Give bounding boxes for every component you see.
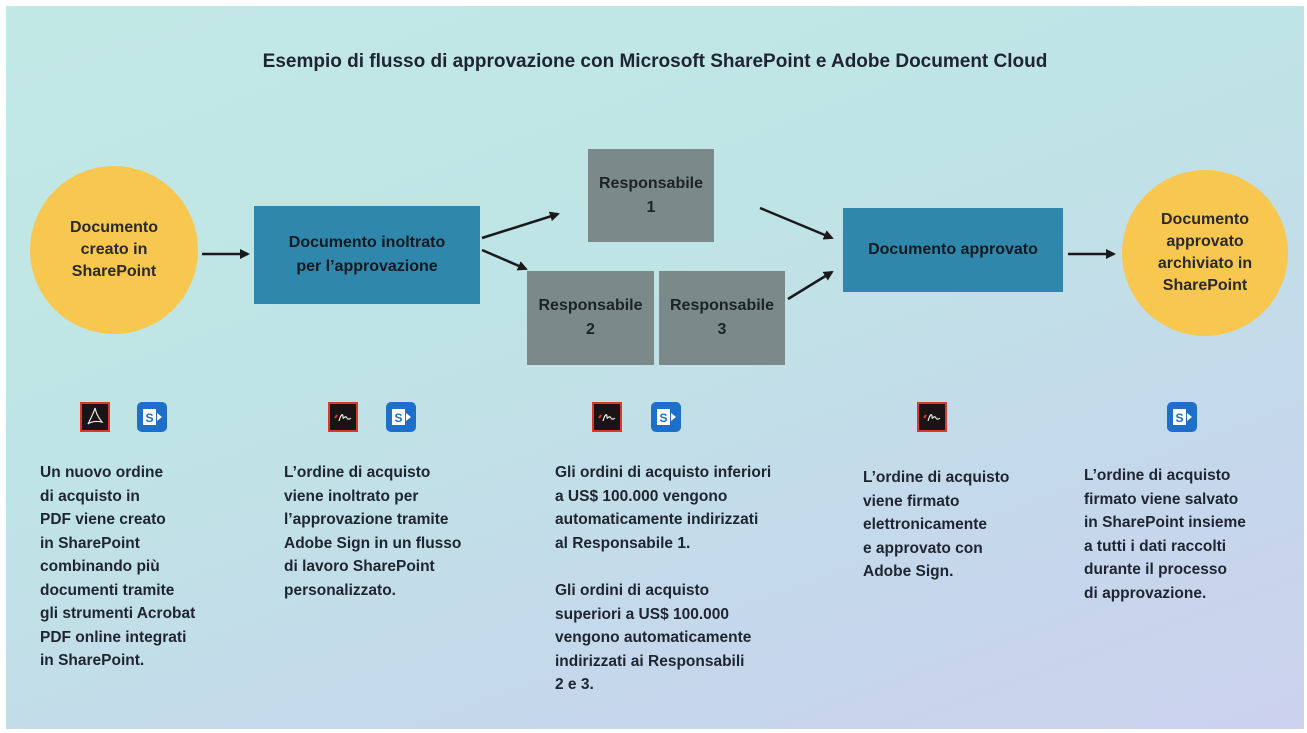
adobe-sign-icon [328, 402, 358, 432]
description-step-3-under-threshold: Gli ordini di acquisto inferiori a US$ 1… [555, 464, 772, 552]
arrow-forwarded-to-resp2 [481, 248, 528, 271]
description-step-3-over-threshold: Gli ordini di acquisto superiori a US$ 1… [555, 582, 752, 693]
svg-text:S: S [394, 411, 402, 425]
diagram-title: Esempio di flusso di approvazione con Mi… [262, 51, 1048, 72]
node-document-archived: Documento approvato archiviato in ShareP… [1122, 170, 1288, 336]
svg-text:S: S [145, 411, 153, 425]
sharepoint-icon: S [386, 402, 416, 432]
node-document-created: Documento creato in SharePoint [30, 166, 198, 334]
node-document-forwarded: Documento inoltrato per l’approvazione [254, 206, 480, 304]
diagram-canvas: Esempio di flusso di approvazione con Mi… [6, 6, 1304, 729]
sharepoint-icon: S [651, 402, 681, 432]
sharepoint-icon: S [137, 402, 167, 432]
acrobat-pdf-icon [80, 402, 110, 432]
description-step-2: L’ordine di acquisto viene inoltrato per… [284, 464, 462, 599]
adobe-sign-icon [592, 402, 622, 432]
sharepoint-icon: S [1167, 402, 1197, 432]
description-step-5: L’ordine di acquisto firmato viene salva… [1084, 467, 1246, 602]
arrow-resp3-to-approved [787, 270, 834, 301]
arrow-resp1-to-approved [759, 206, 834, 240]
node-responsabile-2: Responsabile 2 [527, 271, 654, 365]
svg-text:S: S [659, 411, 667, 425]
node-responsabile-1: Responsabile 1 [588, 149, 714, 242]
description-step-4: L’ordine di acquisto viene firmato elett… [863, 469, 1010, 580]
svg-text:S: S [1175, 411, 1183, 425]
node-responsabile-3: Responsabile 3 [659, 271, 785, 365]
description-step-1: Un nuovo ordine di acquisto in PDF viene… [40, 464, 196, 669]
arrow-forwarded-to-resp1 [481, 211, 560, 240]
adobe-sign-icon [917, 402, 947, 432]
node-document-approved: Documento approvato [843, 208, 1063, 292]
flow-arrows [202, 206, 1116, 301]
